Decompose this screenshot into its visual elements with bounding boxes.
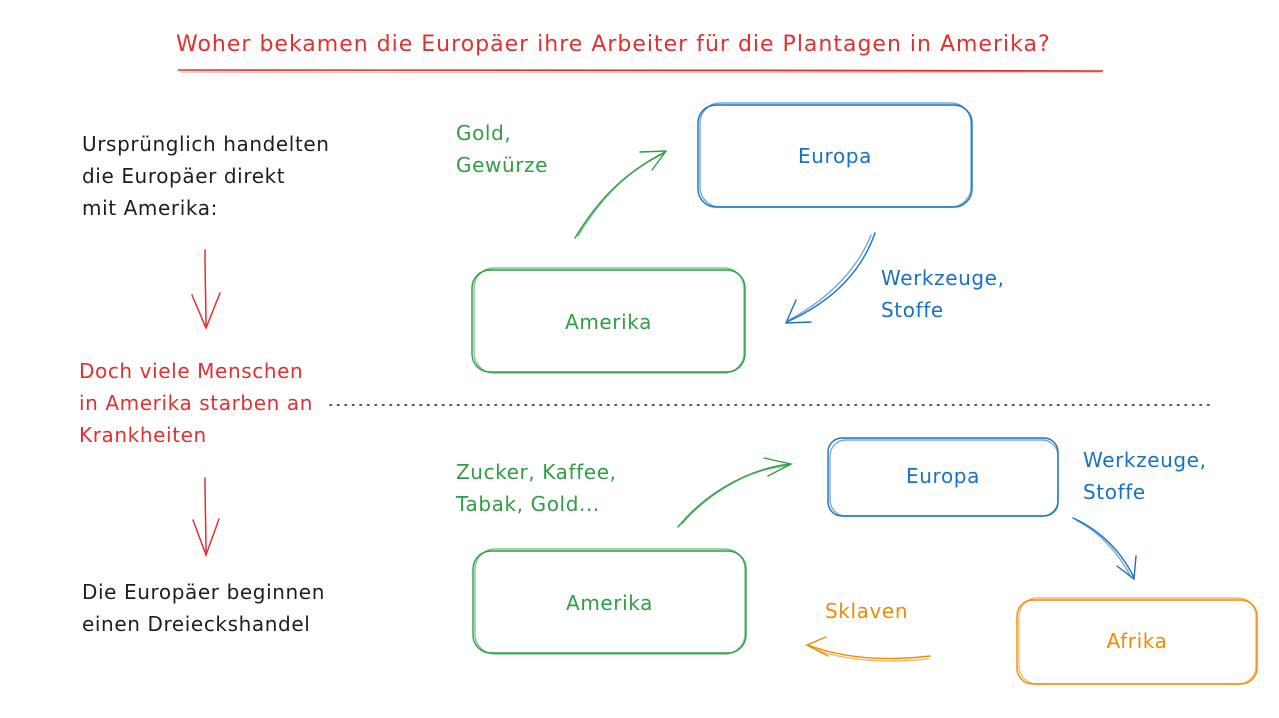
- bottom-label-to-afrika: Werkzeuge, Stoffe: [1083, 448, 1207, 504]
- top-europa-label: Europa: [798, 144, 872, 168]
- title-underline: [177, 69, 1104, 72]
- top-arrow-to-amerika: [784, 232, 876, 324]
- down-arrow-2: [192, 477, 220, 558]
- bottom-europa-box: [827, 437, 1059, 517]
- bottom-afrika-box: [1016, 597, 1258, 685]
- page-title: Woher bekamen die Europäer ihre Arbeiter…: [176, 32, 1051, 57]
- intro-text: Ursprünglich handelten die Europäer dire…: [82, 132, 330, 220]
- top-amerika-box: [471, 267, 746, 374]
- bottom-arrow-to-europa: [677, 457, 794, 528]
- bottom-afrika-label: Afrika: [1106, 629, 1168, 653]
- bottom-label-to-amerika: Sklaven: [825, 599, 909, 623]
- bottom-arrow-to-afrika: [1072, 517, 1137, 581]
- down-arrow-1: [191, 249, 221, 330]
- bottom-amerika-box: [472, 548, 747, 655]
- top-amerika-label: Amerika: [565, 310, 652, 334]
- top-europa-box: [697, 102, 973, 208]
- top-label-to-europa: Gold, Gewürze: [456, 121, 549, 177]
- bottom-label-to-europa: Zucker, Kaffee, Tabak, Gold...: [456, 460, 617, 516]
- top-label-to-amerika: Werkzeuge, Stoffe: [881, 266, 1005, 322]
- bottom-europa-label: Europa: [906, 464, 980, 488]
- top-arrow-to-europa: [574, 150, 668, 239]
- bottom-amerika-label: Amerika: [566, 591, 653, 615]
- bottom-arrow-to-amerika: [805, 636, 931, 662]
- conclusion-text: Die Europäer beginnen einen Dreieckshand…: [82, 580, 325, 636]
- problem-text: Doch viele Menschen in Amerika starben a…: [79, 359, 313, 447]
